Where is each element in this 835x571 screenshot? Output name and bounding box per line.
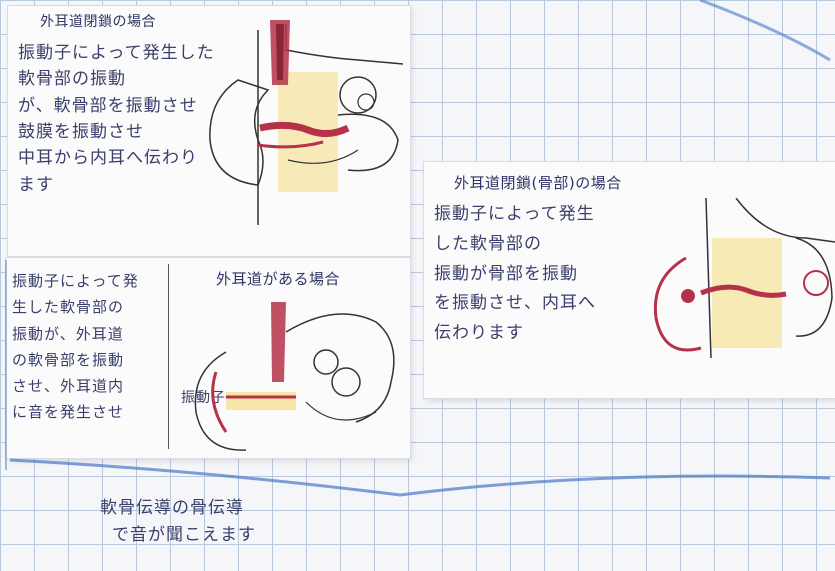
note-card-bony-occlusion: 外耳道閉鎖(骨部)の場合 振動子によって発生 した軟骨部の 振動が骨部を振動 を…	[424, 162, 835, 398]
note-c-body: 振動子によって発 生した軟骨部の 振動が、外耳道 の軟骨部を振動 させ、外耳道内…	[12, 272, 139, 422]
note-card-occluded-canal: 外耳道閉鎖の場合 振動子によって発生した 軟骨部の振動 が、軟骨部を振動させ 鼓…	[8, 6, 410, 256]
note-b-title: 外耳道閉鎖(骨部)の場合	[454, 174, 622, 192]
ear-diagram-open-canal	[194, 302, 395, 451]
summary-line-2: で音が聞こえます	[112, 525, 256, 545]
ear-diagram-bony	[653, 198, 835, 359]
note-a-title: 外耳道閉鎖の場合	[40, 14, 156, 30]
note-c-divider	[168, 264, 169, 449]
note-b-body: 振動子によって発生 した軟骨部の 振動が骨部を振動 を振動させ、内耳へ 伝わりま…	[434, 204, 596, 343]
summary-line-1: 軟骨伝導の骨伝導	[100, 498, 244, 518]
ear-diagram-occluded	[209, 20, 404, 225]
note-c-title: 外耳道がある場合	[216, 270, 341, 288]
note-a-body: 振動子によって発生した 軟骨部の振動 が、軟骨部を振動させ 鼓膜を振動させ 中耳…	[18, 43, 215, 195]
note-card-open-canal: 外耳道がある場合 振動子によって発 生した軟骨部の 振動が、外耳道 の軟骨部を振…	[6, 258, 410, 458]
